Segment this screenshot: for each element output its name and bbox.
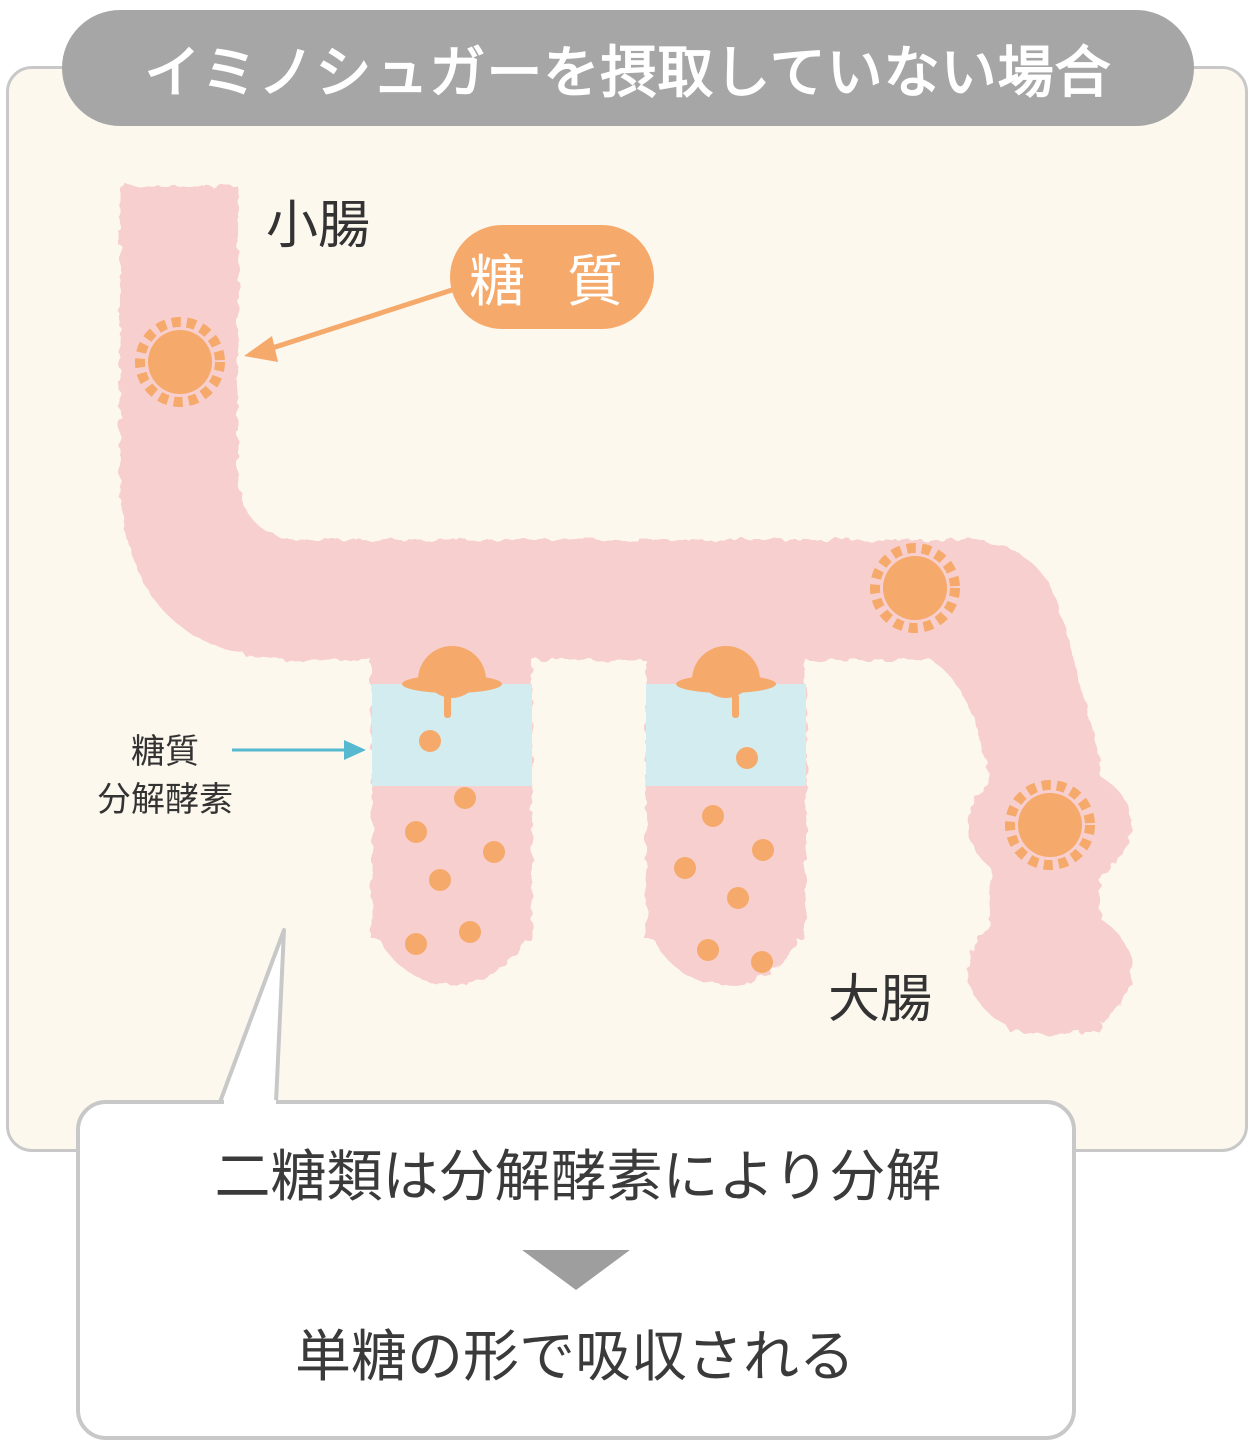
large-intestine-label: 大腸 [828, 970, 933, 1030]
enzyme-zone-1 [372, 684, 532, 786]
sugar-star-icon-1 [135, 317, 225, 407]
sugar-label-text: 糖 質 [469, 249, 635, 315]
sugar-label-badge: 糖 質 [450, 225, 654, 329]
enzyme-label-line1: 糖質 [131, 732, 199, 772]
sugar-arrow-icon [244, 287, 453, 362]
enzyme-zone-2 [646, 684, 806, 786]
small-intestine-label: 小腸 [266, 196, 371, 256]
sugar-cap-icon-2 [676, 646, 776, 718]
sugar-star-icon-3 [1005, 780, 1095, 870]
enzyme-label-line2: 分解酵素 [97, 780, 233, 820]
monosaccharide-dots [405, 730, 774, 973]
callout-line2: 単糖の形で吸収される [295, 1325, 855, 1390]
enzyme-arrow-icon [232, 740, 366, 760]
enzyme-label: 糖質 分解酵素 [70, 728, 260, 824]
page-title: イミノシュガーを摂取していない場合 [62, 10, 1194, 126]
sugar-star-icon-2 [870, 543, 960, 633]
sugar-cap-icon-1 [402, 646, 502, 718]
down-arrow-icon [522, 1250, 630, 1290]
callout-line1: 二糖類は分解酵素により分解 [214, 1145, 942, 1210]
